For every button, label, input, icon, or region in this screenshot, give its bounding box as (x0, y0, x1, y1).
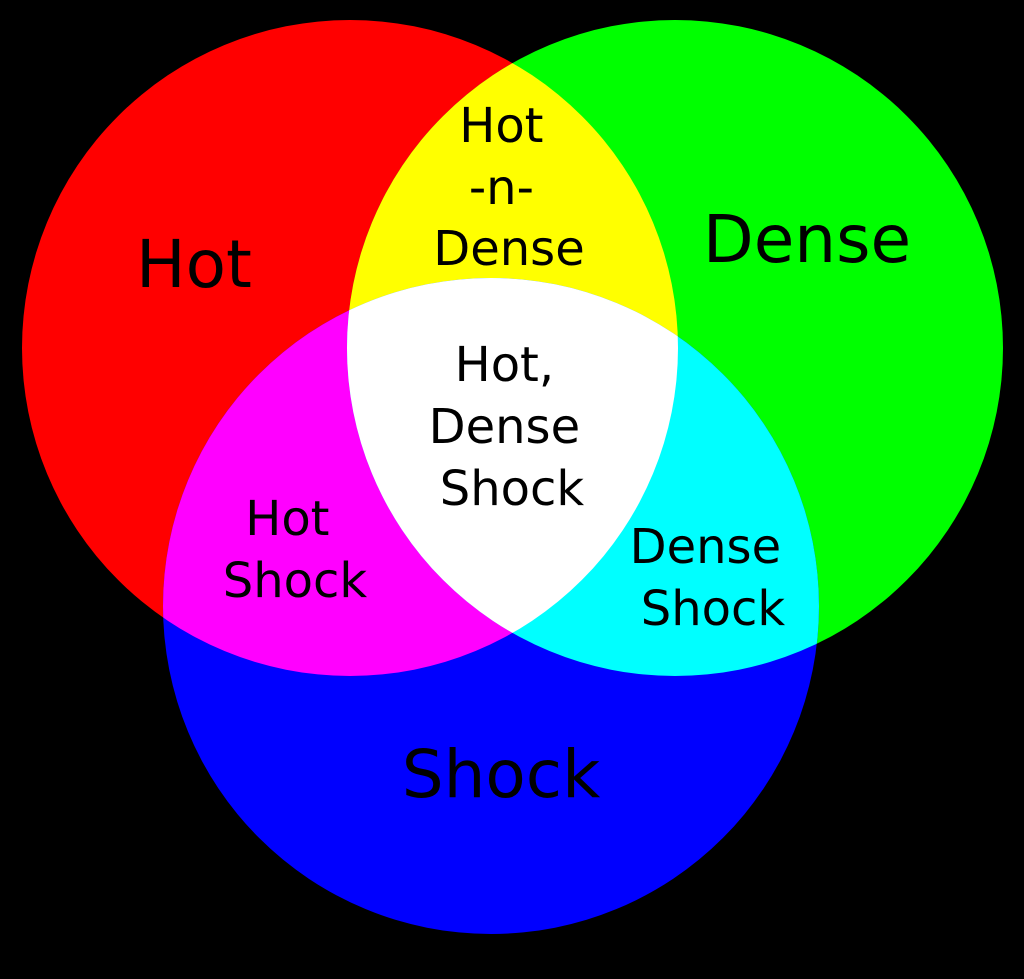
dense-label: Dense (703, 201, 911, 278)
dense-shock-label: Dense Shock (630, 519, 797, 637)
hot-shock-label: Hot Shock (223, 491, 368, 609)
hot-dense-shock-overlap (347, 278, 678, 676)
hot-dense-shock-label: Hot, Dense Shock (429, 337, 596, 517)
hot-dense-label: Hot -n- Dense (433, 98, 584, 277)
hot-label: Hot (136, 226, 252, 303)
shock-label: Shock (402, 736, 601, 813)
